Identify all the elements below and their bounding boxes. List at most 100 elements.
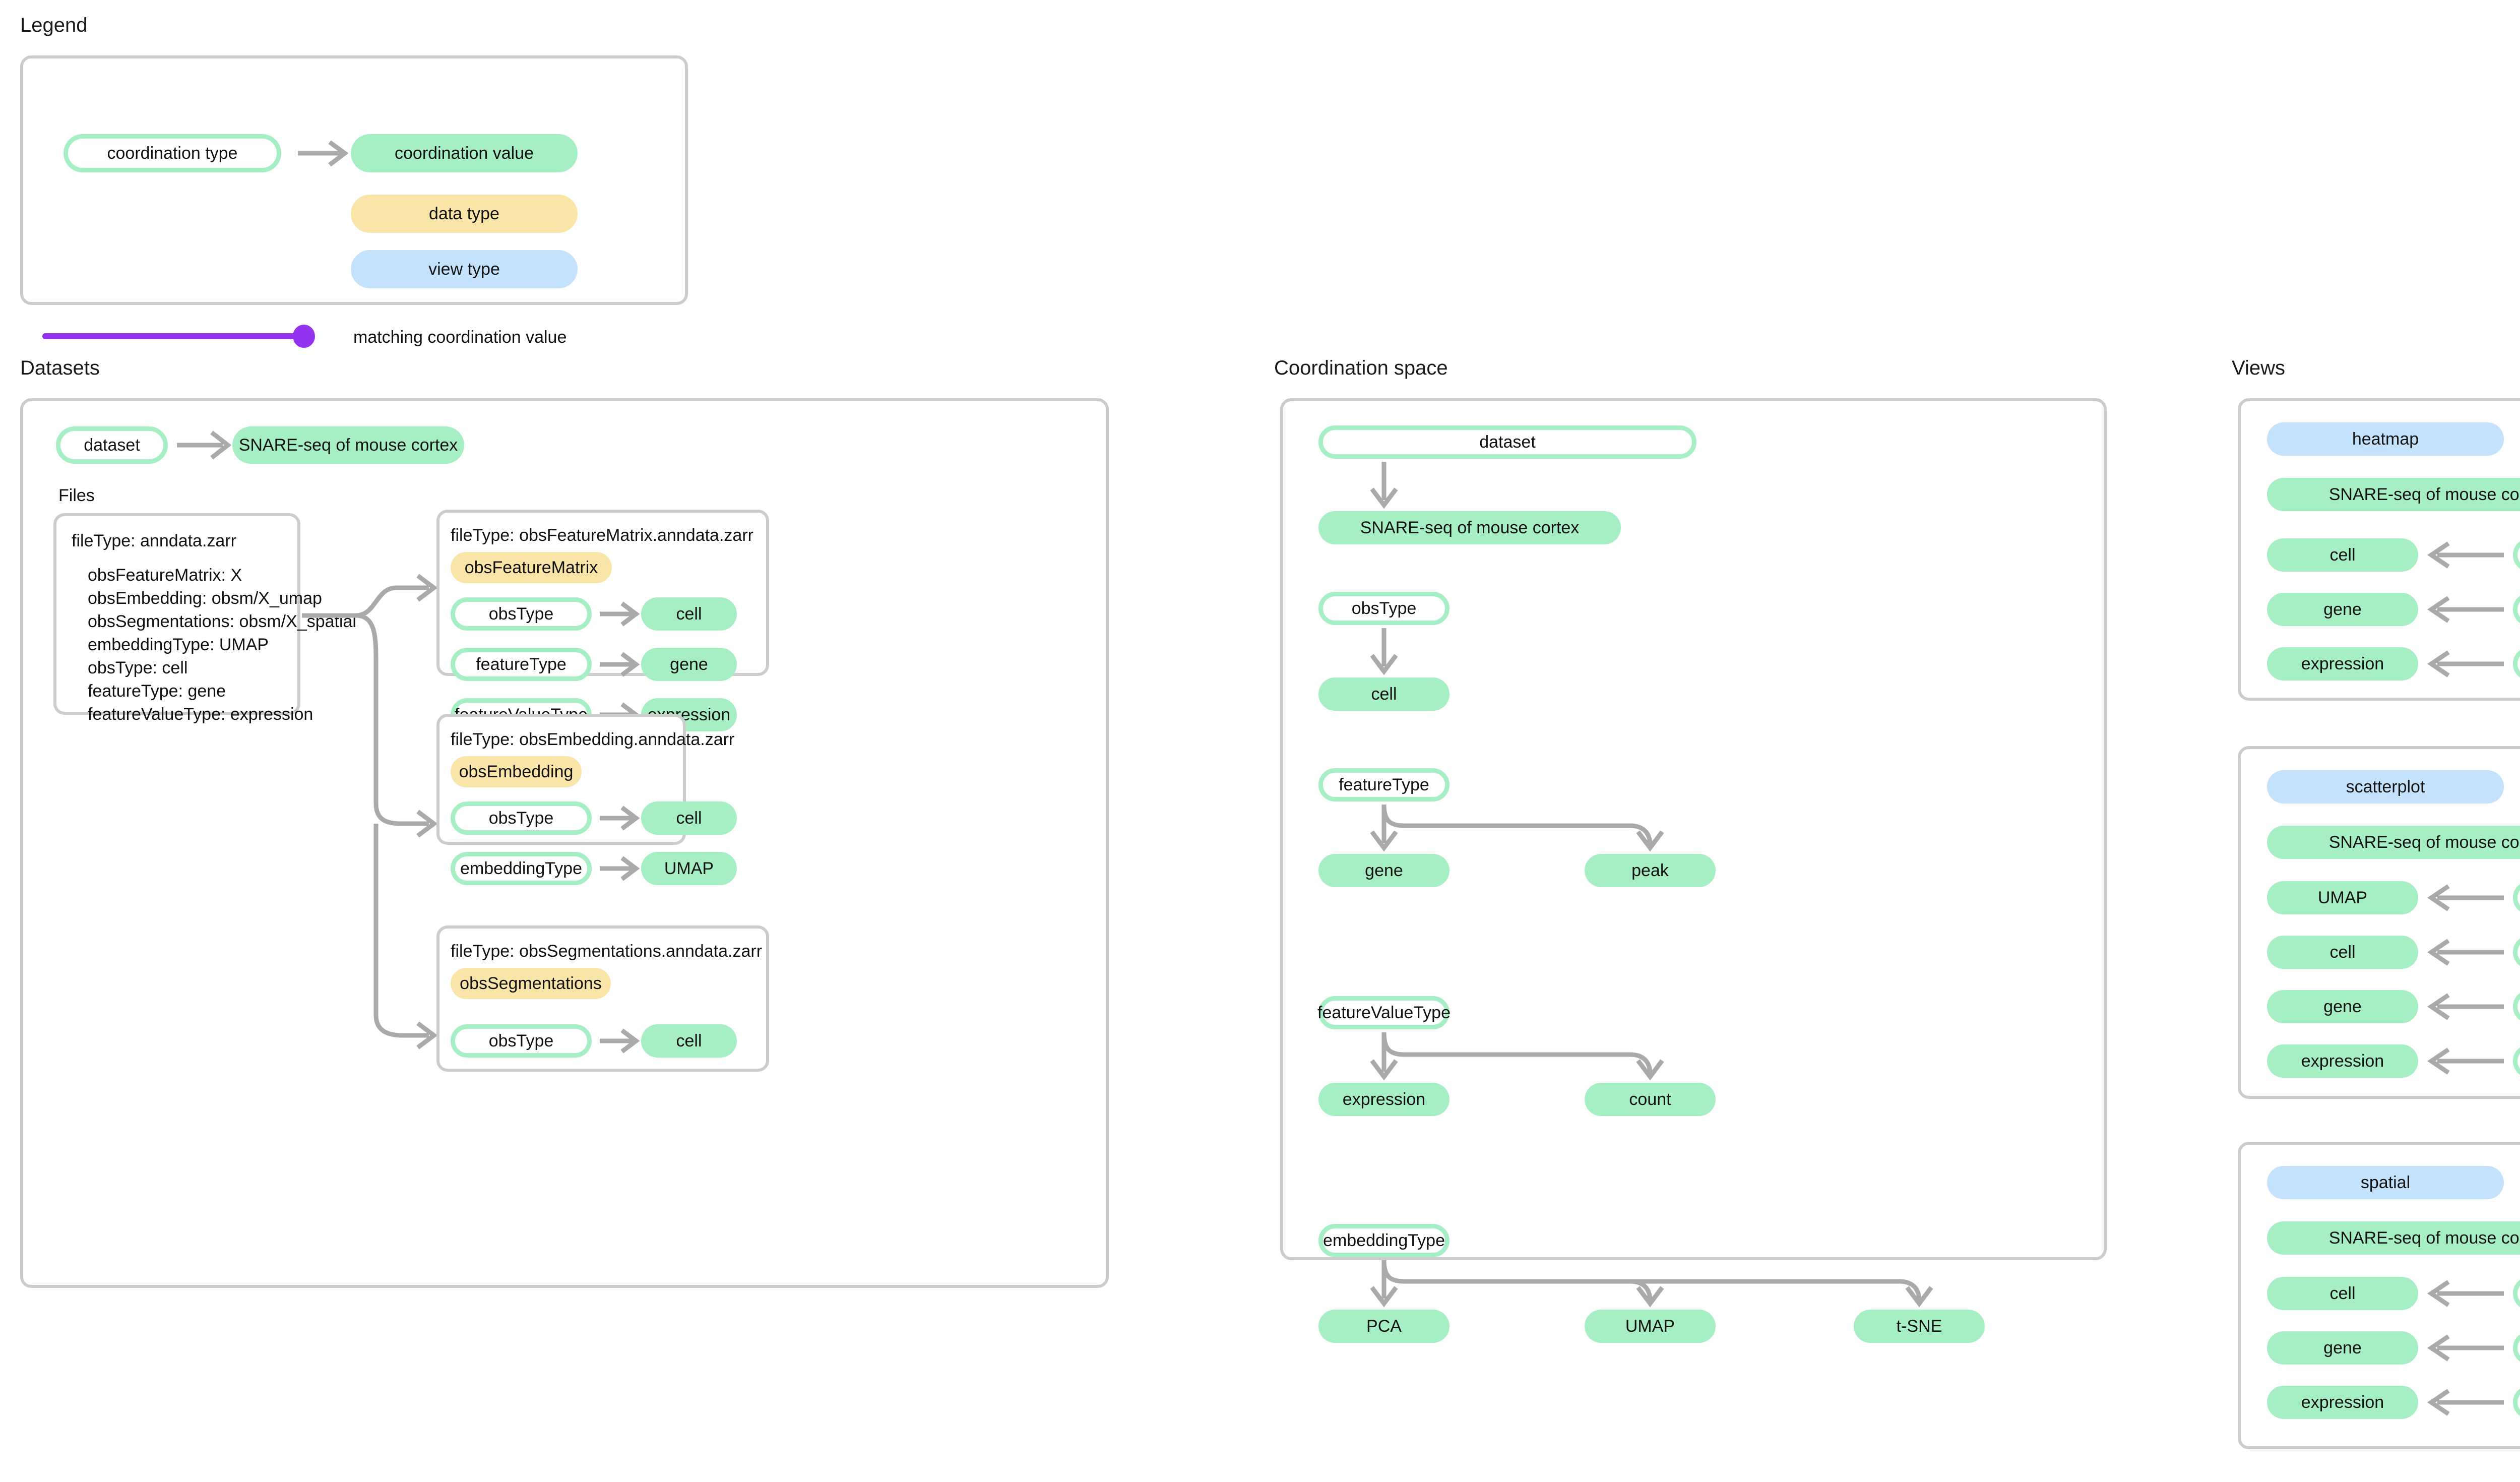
fanout-branch-2 (355, 613, 429, 826)
view-coordination-type-pill: featureValueType (2513, 647, 2520, 681)
legend-coordination-value-label: coordination value (395, 144, 534, 163)
file-box-data-type-label: obsSegmentations (460, 974, 602, 993)
file-option: obsEmbedding: obsm/X_umap (88, 589, 322, 608)
file-row-value-label: gene (670, 655, 708, 674)
coordination-type-label: featureType (1339, 775, 1429, 794)
coordination-value-pill: count (1585, 1083, 1716, 1116)
view-type-pill: heatmap (2267, 422, 2504, 456)
view-coordination-value-label: SNARE-seq of mouse cortex (2328, 1228, 2520, 1248)
coord-arrow-4b (1381, 1032, 1653, 1074)
coordination-space-title: Coordination space (1274, 357, 1448, 379)
file-row-value-pill: gene (641, 648, 737, 681)
view-panel-scatterplot: scatterplot SNARE-seq of mouse cortex da… (2238, 746, 2520, 1099)
coordination-value-label: SNARE-seq of mouse cortex (1360, 518, 1580, 537)
coordination-value-pill: gene (1318, 854, 1450, 887)
file-option: featureValueType: expression (88, 705, 313, 724)
view-coordination-value-label: expression (2301, 654, 2384, 673)
view-type-label: scatterplot (2346, 777, 2425, 796)
file-option: embeddingType: UMAP (88, 635, 269, 654)
view-coordination-value-pill: SNARE-seq of mouse cortex (2267, 1221, 2520, 1255)
file-row-value-label: UMAP (664, 859, 714, 878)
file-row-value-label: cell (676, 1031, 702, 1051)
coordination-value-pill: UMAP (1585, 1310, 1716, 1343)
coordination-value-label: t-SNE (1896, 1317, 1942, 1336)
file-row-type-pill: obsType (451, 1024, 592, 1058)
file-box: fileType: obsFeatureMatrix.anndata.zarr … (436, 510, 769, 731)
file-row-type-pill: embeddingType (451, 852, 592, 885)
datasets-title: Datasets (20, 357, 100, 379)
view-coordination-value-label: gene (2323, 600, 2362, 619)
fanout-branch-3 (373, 824, 429, 1038)
coordination-value-pill: peak (1585, 854, 1716, 887)
file-box-data-type-label: obsEmbedding (459, 762, 574, 781)
coordination-value-label: cell (1371, 685, 1397, 704)
legend-panel: coordination type coordination value dat… (20, 55, 688, 348)
matching-value-line (42, 333, 309, 339)
file-row-type-label: featureType (476, 655, 566, 674)
file-box-file-type: fileType: obsSegmentations.anndata.zarr (451, 942, 763, 961)
file-row-value-pill: UMAP (641, 852, 737, 885)
file-option: obsSegmentations: obsm/X_spatial (88, 612, 356, 631)
legend-data-type-label: data type (429, 204, 499, 223)
coordination-type-pill: embeddingType (1318, 1224, 1450, 1257)
view-coordination-value-pill: gene (2267, 990, 2418, 1023)
views-title: Views (2232, 357, 2285, 379)
matching-value-label: matching coordination value (353, 328, 567, 347)
file-box: fileType: obsSegmentations.anndata.zarr … (436, 925, 769, 1072)
coordination-value-label: PCA (1366, 1317, 1402, 1336)
view-coordination-value-label: gene (2323, 1338, 2362, 1357)
coordination-value-label: gene (1365, 861, 1403, 880)
view-coordination-value-label: UMAP (2317, 888, 2368, 907)
coordination-value-pill: t-SNE (1854, 1310, 1985, 1343)
view-coordination-value-label: expression (2301, 1393, 2384, 1412)
coordination-type-pill: featureValueType (1317, 996, 1451, 1029)
file-row-value-pill: cell (641, 1024, 737, 1058)
view-coordination-type-pill: featureType (2513, 990, 2520, 1023)
file-row-value-label: cell (676, 809, 702, 828)
coordination-value-pill: expression (1318, 1083, 1450, 1116)
file-box-data-type-label: obsFeatureMatrix (464, 558, 598, 577)
coordination-type-pill: featureType (1318, 768, 1450, 801)
view-coordination-value-label: cell (2329, 943, 2356, 962)
view-coordination-value-pill: cell (2267, 936, 2418, 969)
legend-data-type-pill: data type (351, 195, 578, 233)
fanout-branch-1 (355, 585, 429, 618)
file-row-type-label: obsType (488, 1031, 554, 1051)
root-file-box: fileType: anndata.zarr obsFeatureMatrix:… (53, 513, 356, 724)
view-coordination-value-label: SNARE-seq of mouse cortex (2328, 485, 2520, 504)
coordination-value-label: count (1629, 1090, 1671, 1109)
file-option: obsType: cell (88, 658, 188, 677)
root-file-type: fileType: anndata.zarr (72, 531, 236, 550)
legend-coordination-type-pill: coordination type (64, 134, 281, 172)
legend-arrow-head (328, 140, 349, 167)
datasets-panel: dataset SNARE-seq of mouse cortex Files … (20, 398, 1109, 1288)
file-row-type-label: obsType (488, 809, 554, 828)
matching-value-dot (293, 325, 315, 348)
coordination-value-pill: PCA (1318, 1310, 1450, 1343)
coord-arrow-3b (1381, 804, 1653, 845)
coord-arrow-5b (1381, 1260, 1653, 1301)
file-box-data-type-pill: obsFeatureMatrix (451, 552, 612, 583)
view-coordination-value-pill: expression (2267, 1386, 2418, 1419)
view-panel-spatial: spatial SNARE-seq of mouse cortex datase… (2238, 1142, 2520, 1449)
view-coordination-value-pill: gene (2267, 1331, 2418, 1365)
file-row-type-label: embeddingType (460, 859, 582, 878)
legend-view-type-pill: view type (351, 250, 578, 288)
view-coordination-value-pill: expression (2267, 647, 2418, 681)
view-coordination-value-pill: SNARE-seq of mouse cortex (2267, 826, 2520, 859)
coordination-type-label: featureValueType (1317, 1003, 1451, 1022)
file-row-type-pill: featureType (451, 648, 592, 681)
datasets-files-label: Files (58, 486, 95, 505)
view-type-pill: spatial (2267, 1166, 2504, 1199)
view-type-label: heatmap (2352, 429, 2419, 449)
datasets-dataset-type-label: dataset (84, 436, 140, 455)
legend-coordination-value-pill: coordination value (351, 134, 578, 172)
view-coordination-type-pill: featureValueType (2513, 1044, 2520, 1078)
file-row-type-pill: obsType (451, 801, 592, 835)
coordination-type-label: embeddingType (1323, 1231, 1445, 1250)
file-box-data-type-pill: obsEmbedding (451, 756, 582, 787)
datasets-dataset-type-pill: dataset (56, 426, 168, 464)
view-type-label: spatial (2360, 1173, 2411, 1192)
coord-arrow-5c (1404, 1279, 1922, 1301)
view-coordination-type-pill: featureType (2513, 593, 2520, 626)
